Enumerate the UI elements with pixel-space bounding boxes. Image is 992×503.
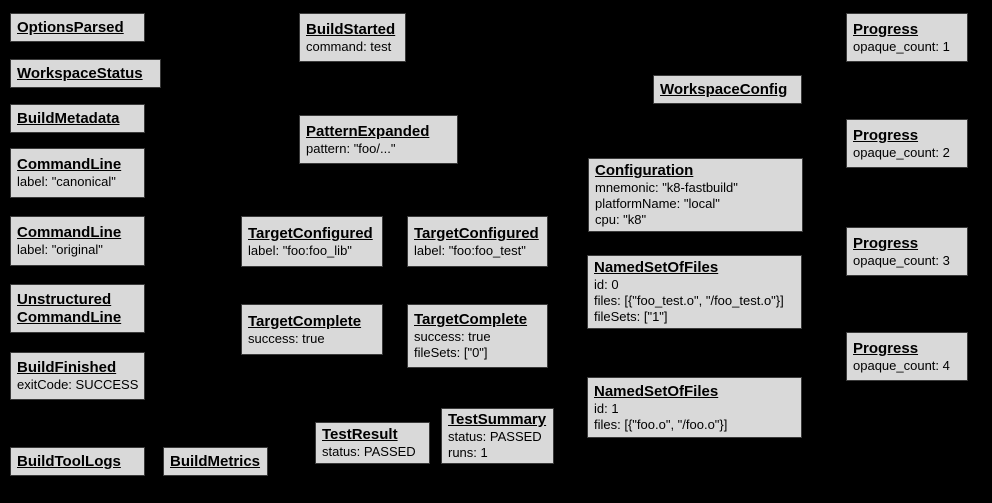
event-node-attribute: mnemonic: "k8-fastbuild"	[595, 180, 738, 195]
event-node-attribute: id: 1	[594, 400, 619, 416]
event-node-attribute: opaque_count: 2	[853, 144, 950, 160]
event-node-title: Progress	[853, 234, 919, 252]
event-node-title: Progress	[853, 126, 919, 144]
event-node-attribute: fileSets: ["0"]	[414, 345, 488, 360]
event-node-workspace-config: WorkspaceConfig	[653, 75, 802, 104]
event-node-title: TestResult	[322, 426, 398, 443]
event-node-attribute: label: "canonical"	[17, 174, 116, 189]
event-node-title: TargetConfigured	[248, 224, 373, 242]
event-node-attribute: platformName: "local"	[595, 196, 720, 211]
event-node-attribute: id: 0	[594, 277, 619, 292]
event-node-title: NamedSetOfFiles	[594, 259, 719, 276]
event-node-title: CommandLine	[17, 224, 122, 241]
event-node-build-metadata: BuildMetadata	[10, 104, 145, 133]
event-node-title: PatternExpanded	[306, 122, 430, 140]
event-node-build-tool-logs: BuildToolLogs	[10, 447, 145, 476]
event-node-attribute: label: "foo:foo_test"	[414, 242, 526, 258]
event-node-attribute: files: [{"foo.o", "/foo.o"}]	[594, 416, 728, 432]
event-node-attribute: opaque_count: 3	[853, 252, 950, 268]
event-node-attribute: opaque_count: 4	[853, 357, 950, 373]
event-node-title: WorkspaceStatus	[17, 64, 143, 82]
event-node-title: TargetConfigured	[414, 224, 539, 242]
event-node-title: BuildMetrics	[170, 452, 261, 470]
event-node-title: TargetComplete	[248, 312, 362, 330]
event-node-attribute: status: PASSED	[448, 429, 542, 444]
event-node-title: BuildStarted	[306, 20, 396, 38]
event-node-attribute: status: PASSED	[322, 444, 416, 459]
event-node-attribute: files: [{"foo_test.o", "/foo_test.o"}]	[594, 293, 784, 308]
event-node-attribute: opaque_count: 1	[853, 38, 950, 54]
event-node-attribute: label: "foo:foo_lib"	[248, 242, 352, 258]
event-node-attribute: exitCode: SUCCESS	[17, 377, 139, 392]
event-node-options-parsed: OptionsParsed	[10, 13, 145, 42]
event-node-title: CommandLine	[17, 308, 122, 326]
event-node-title: BuildToolLogs	[17, 452, 121, 470]
event-node-title: Configuration	[595, 162, 694, 179]
event-node-title: BuildMetadata	[17, 109, 120, 127]
event-node-title: WorkspaceConfig	[660, 80, 788, 98]
event-node-attribute: success: true	[248, 330, 325, 346]
event-node-build-metrics: BuildMetrics	[163, 447, 268, 476]
event-node-title: Progress	[853, 339, 919, 357]
event-node-title: TestSummary	[448, 411, 547, 428]
event-node-title: BuildFinished	[17, 359, 117, 376]
event-node-attribute: command: test	[306, 38, 392, 54]
event-node-title: CommandLine	[17, 156, 122, 173]
event-node-workspace-status: WorkspaceStatus	[10, 59, 161, 88]
event-node-attribute: fileSets: ["1"]	[594, 309, 668, 324]
event-node-attribute: success: true	[414, 329, 491, 344]
event-node-title: Progress	[853, 20, 919, 38]
event-node-attribute: label: "original"	[17, 242, 103, 257]
event-node-attribute: cpu: "k8"	[595, 212, 647, 227]
event-node-attribute: runs: 1	[448, 445, 488, 460]
event-node-title: OptionsParsed	[17, 18, 124, 36]
event-node-attribute: pattern: "foo/..."	[306, 140, 396, 156]
event-node-title: Unstructured	[17, 290, 112, 308]
event-node-title: TargetComplete	[414, 311, 528, 328]
event-node-title: NamedSetOfFiles	[594, 382, 719, 400]
